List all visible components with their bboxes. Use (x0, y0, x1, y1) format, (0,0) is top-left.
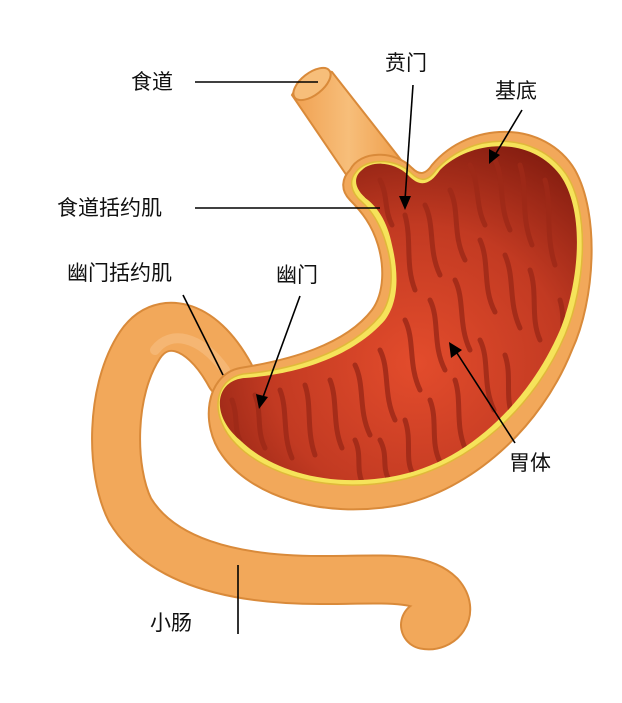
label-pyloric-sphincter: 幽门括约肌 (67, 261, 172, 285)
leader-lines (182, 81, 523, 634)
label-body: 胃体 (509, 451, 551, 475)
arrow-cardia (399, 196, 411, 210)
label-cardia: 贲门 (385, 51, 427, 75)
leader-pylorus (261, 295, 301, 401)
leader-fundus (494, 109, 523, 156)
arrow-fundus (489, 149, 500, 164)
label-pylorus: 幽门 (276, 263, 318, 287)
stomach-lumen (219, 146, 577, 481)
label-lower-esophageal-sphincter: 食道括约肌 (57, 196, 162, 220)
leader-pyloric-sphincter (182, 294, 224, 376)
leader-body (454, 349, 516, 444)
arrow-pylorus (256, 394, 268, 409)
arrow-body (449, 342, 462, 358)
labels: 食道 贲门 基底 食道括约肌 幽门括约肌 幽门 胃体 小肠 (57, 51, 551, 635)
label-fundus: 基底 (495, 79, 537, 103)
label-esophagus: 食道 (131, 70, 173, 94)
small-intestine-shape (91, 301, 472, 651)
label-small-intestine: 小肠 (150, 611, 192, 635)
leader-cardia (404, 84, 414, 201)
